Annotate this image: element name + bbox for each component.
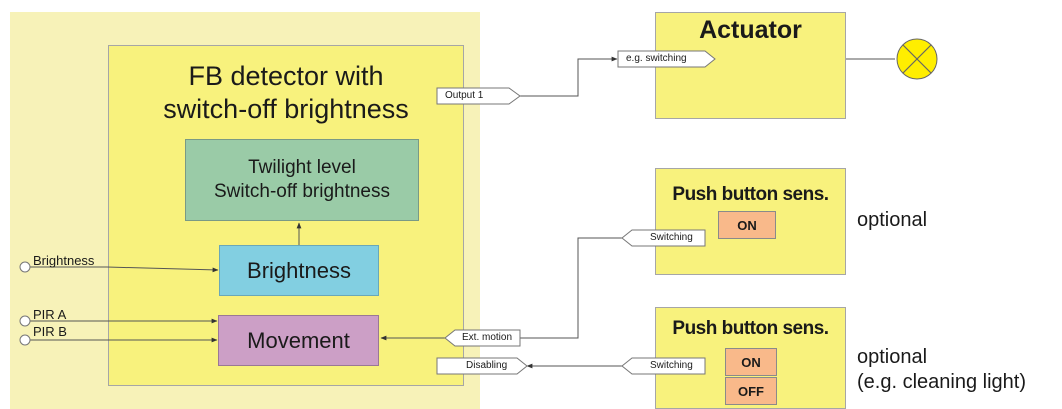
- ext-motion-port: [444, 329, 521, 347]
- push-button-2-off: OFF: [725, 377, 777, 405]
- actuator-title: Actuator: [699, 16, 802, 44]
- pir-a-label: PIR A: [33, 307, 67, 322]
- twilight-line1: Twilight level: [248, 157, 356, 178]
- pir-a-terminal: [19, 315, 31, 327]
- wire-brightness-input: [30, 266, 219, 273]
- push-button-1-note: optional: [857, 209, 928, 231]
- push-button-1-output-port: [621, 229, 706, 247]
- fb-title-line1: FB detector with: [188, 61, 384, 91]
- brightness-input-label: Brightness: [33, 253, 95, 268]
- push-button-2-output-port: [621, 357, 706, 375]
- wire-switching1-to-ext-motion: [520, 237, 622, 339]
- push-button-2-on: ON: [725, 348, 777, 376]
- push-button-2-note-line1: optional: [857, 346, 928, 368]
- fb-title-line2: switch-off brightness: [163, 94, 409, 124]
- movement-block: Movement: [218, 315, 379, 366]
- twilight-level-block: Twilight level Switch-off brightness: [185, 139, 419, 221]
- output-1-label: Output 1: [445, 90, 484, 101]
- output-1-port: [436, 87, 521, 105]
- fb-detector-title: FB detector with switch-off brightness: [108, 60, 464, 126]
- disabling-port: [436, 357, 528, 375]
- ext-motion-label: Ext. motion: [462, 332, 513, 343]
- pir-b-terminal: [19, 334, 31, 346]
- disabling-label: Disabling: [466, 360, 508, 371]
- wire-output-to-actuator: [520, 56, 618, 97]
- push-button-1-on: ON: [718, 211, 776, 239]
- push-button-2-output-label: Switching: [650, 360, 693, 371]
- actuator-input-label: e.g. switching: [626, 53, 687, 64]
- twilight-line2: Switch-off brightness: [213, 181, 390, 202]
- actuator-input-port: [617, 50, 716, 68]
- brightness-block: Brightness: [219, 245, 379, 296]
- lamp-icon: [896, 38, 938, 80]
- push-button-2-title: Push button sens.: [672, 318, 829, 339]
- pir-b-label: PIR B: [33, 324, 67, 339]
- push-button-2-note-line2: (e.g. cleaning light): [857, 371, 1026, 393]
- push-button-1-title: Push button sens.: [672, 184, 829, 205]
- brightness-terminal: [19, 261, 31, 273]
- push-button-1-output-label: Switching: [650, 232, 693, 243]
- push-button-2-note: optional (e.g. cleaning light): [857, 345, 1026, 395]
